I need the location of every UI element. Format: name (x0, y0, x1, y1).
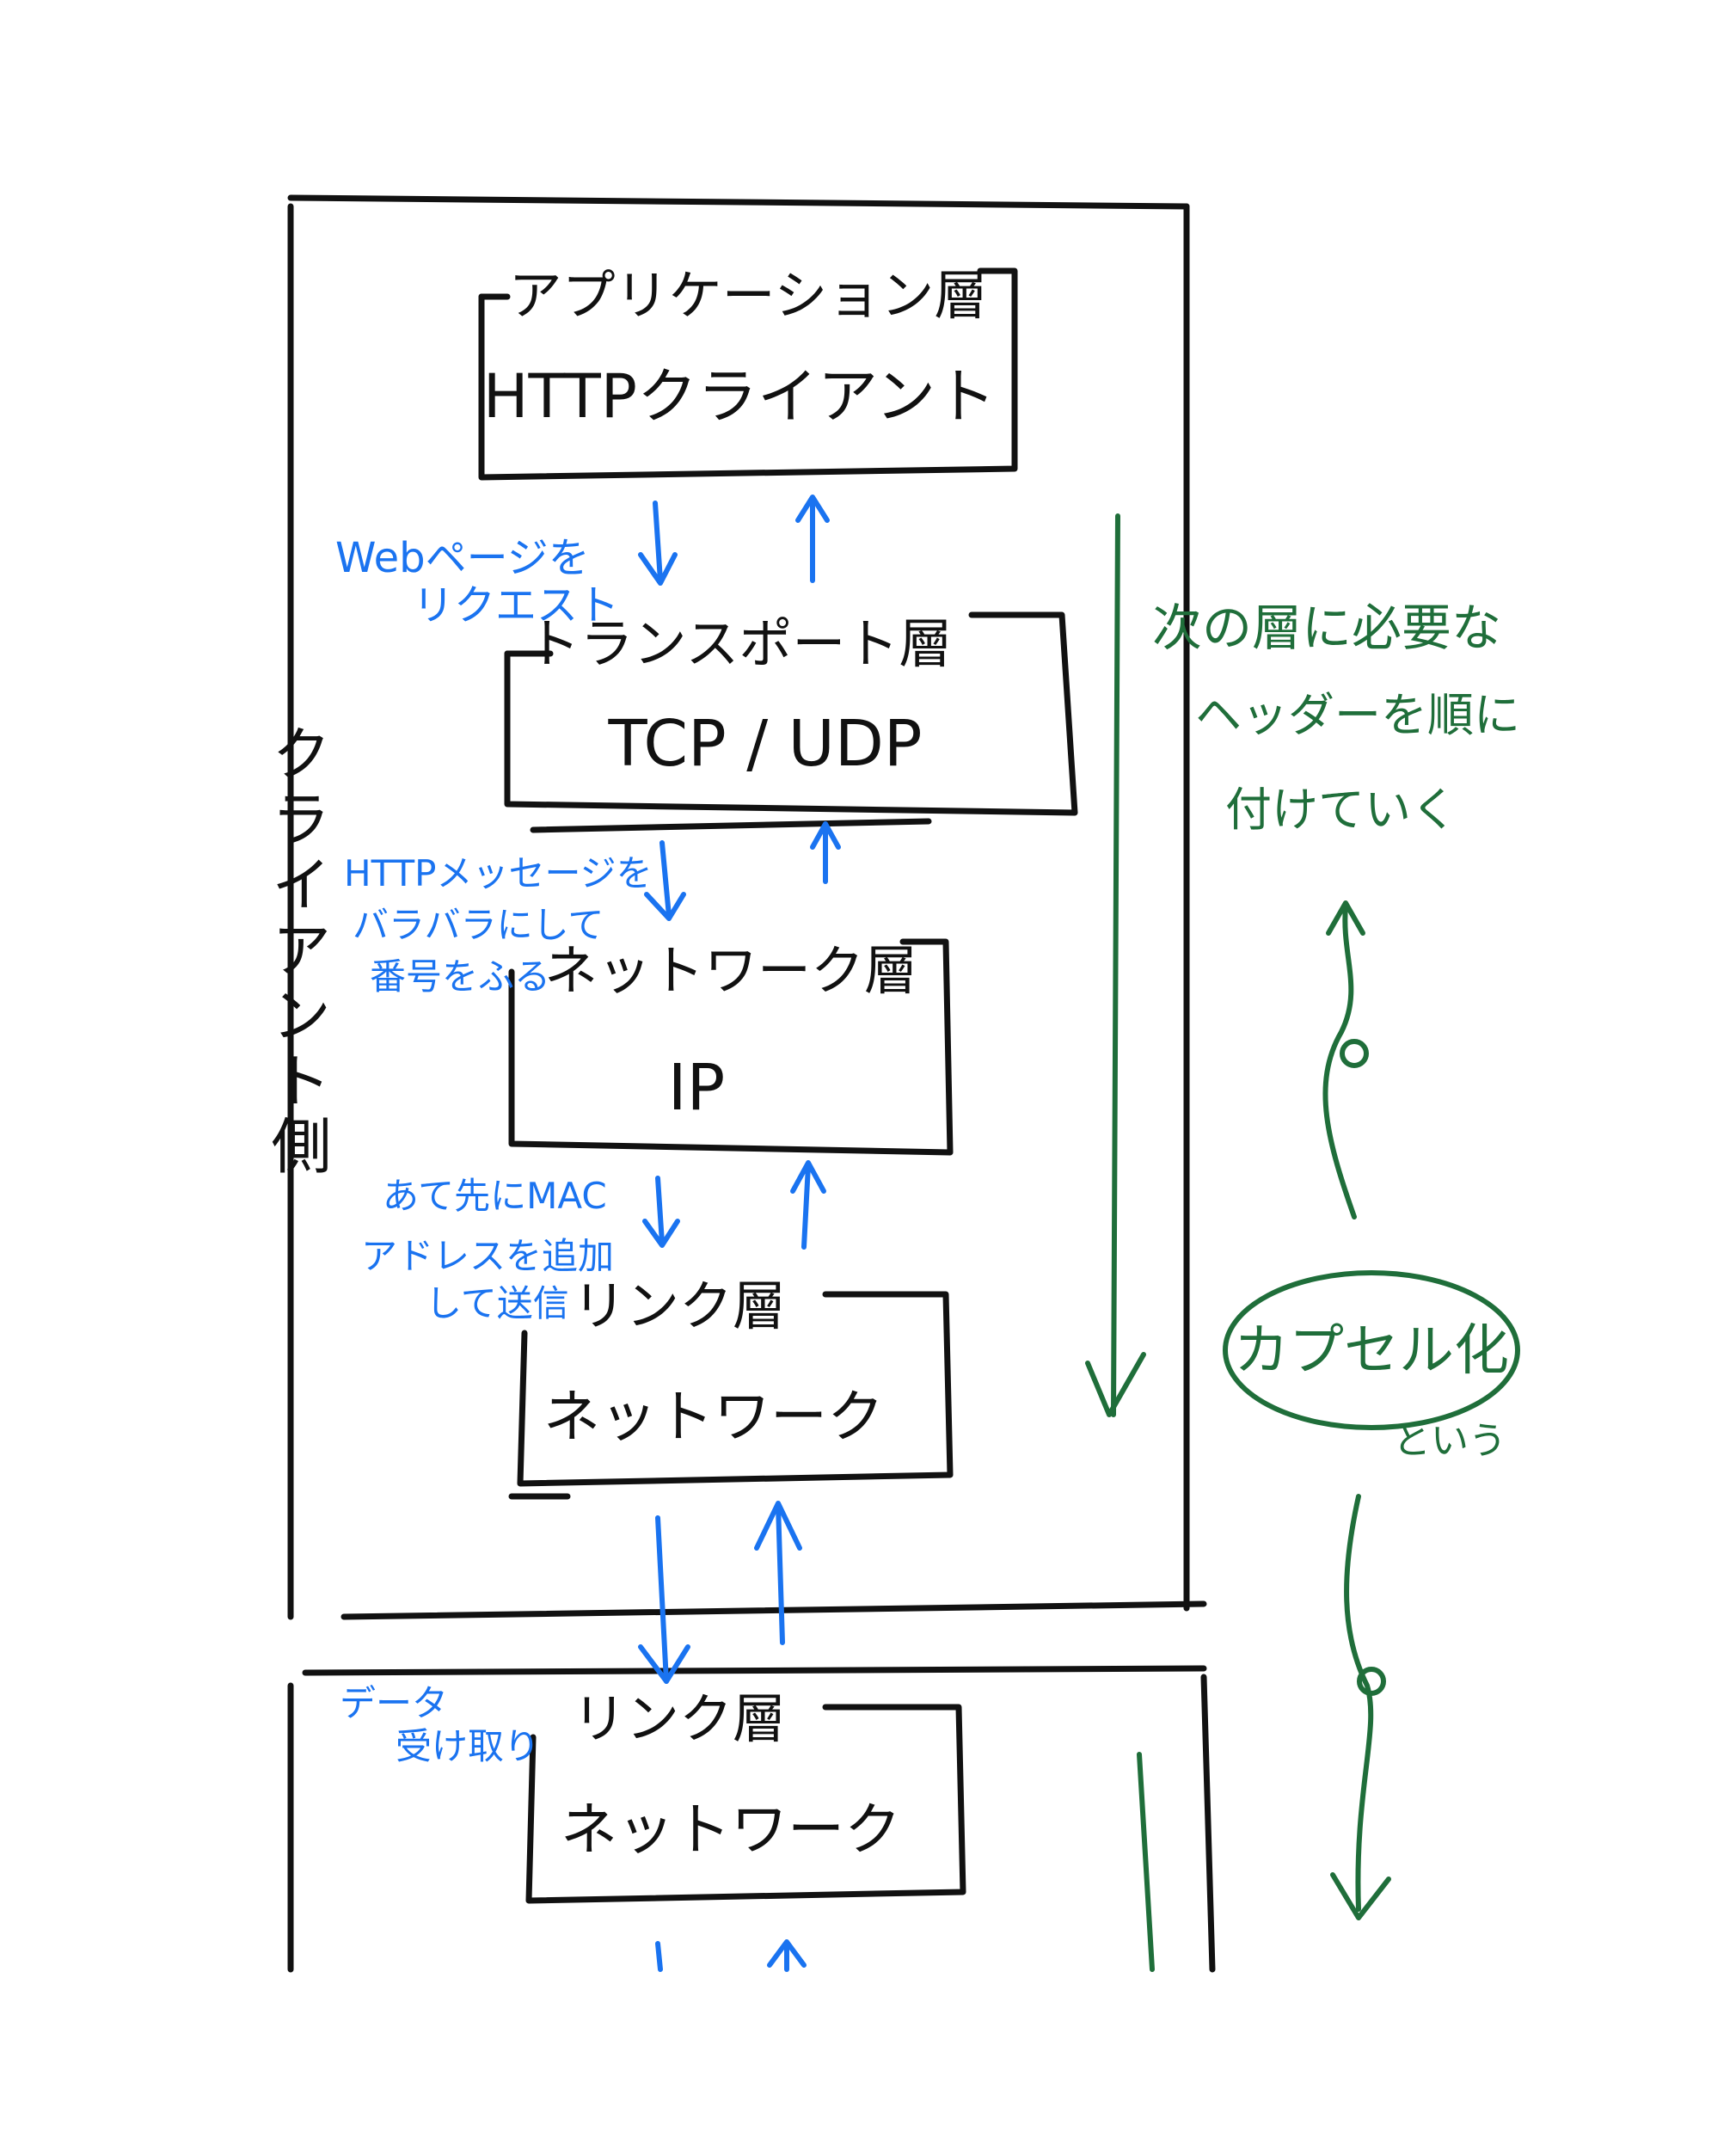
network-layer-box: ネットワーク層 IP (508, 938, 954, 1156)
link-layer-title-client: リンク層 (573, 1275, 786, 1337)
application-layer-title: アプリケーション層 (509, 264, 988, 327)
link-layer-protocol-server: ネットワーク (561, 1797, 901, 1863)
link-layer-protocol-client: ネットワーク (543, 1384, 884, 1450)
svg-text:あて先にMAC: あて先にMAC (383, 1175, 607, 1217)
server-side-frame (287, 1665, 1216, 1973)
network-layer-title: ネットワーク層 (544, 939, 917, 1002)
note-mac: あて先にMAC アドレスを追加 して送信 (361, 1175, 614, 1324)
application-layer-protocol: HTTPクライアント (483, 361, 996, 432)
svg-text:番号をふる: 番号をふる (370, 955, 550, 998)
green-right-line (1137, 1752, 1155, 1972)
up-arrow-4 (754, 1501, 802, 1645)
svg-text:リクエスト: リクエスト (413, 581, 619, 630)
down-arrow-4 (638, 1515, 690, 1684)
application-layer-box: アプリケーション層 HTTPクライアント (478, 264, 1018, 481)
svg-text:データ: データ (340, 1682, 448, 1724)
svg-text:して送信: して送信 (426, 1282, 569, 1324)
link-layer-box-client: リンク層 ネットワーク (508, 1275, 954, 1500)
client-side-frame (287, 194, 1207, 1620)
svg-text:アドレスを追加: アドレスを追加 (361, 1235, 614, 1277)
transport-layer-box: トランスポート層 TCP / UDP (504, 611, 1078, 833)
capsule-label: カプセル化 という (1223, 1270, 1520, 1463)
transport-layer-protocol: TCP / UDP (608, 707, 923, 781)
green-down-arrow-main (1085, 513, 1146, 1417)
network-layer-protocol: IP (668, 1051, 725, 1125)
link-layer-box-server: リンク層 ネットワーク (525, 1687, 966, 1904)
svg-text:Webページを: Webページを (335, 534, 590, 582)
transport-layer-title: トランスポート層 (527, 612, 953, 675)
capsule-up-arrow (1322, 900, 1369, 1219)
up-arrow-2 (810, 821, 841, 884)
note-header-order: 次の層に必要な ヘッダーを順に 付けていく (1152, 599, 1520, 837)
svg-text:バラバラにして: バラバラにして (353, 904, 604, 946)
down-arrow-5 (655, 1941, 663, 1972)
svg-text:受け取り: 受け取り (396, 1725, 540, 1767)
up-arrow-1 (795, 494, 830, 583)
svg-text:付けていく: 付けていく (1225, 783, 1457, 837)
up-arrows (754, 494, 841, 1972)
link-layer-title-server: リンク層 (573, 1687, 786, 1750)
down-arrow-2 (644, 840, 686, 921)
capsule-down-arrow (1330, 1494, 1391, 1920)
up-arrow-5 (767, 1939, 807, 1972)
note-split: HTTPメッセージを バラバラにして 番号をふる (344, 852, 653, 998)
svg-text:ヘッダーを順に: ヘッダーを順に (1195, 688, 1520, 742)
note-receive: データ 受け取り (340, 1682, 540, 1767)
down-arrow-3 (642, 1176, 680, 1248)
down-arrows (638, 501, 690, 1972)
down-arrow-1 (638, 501, 678, 586)
client-side-label: クライアント側 (261, 722, 332, 1180)
note-request: Webページを リクエスト (335, 534, 619, 630)
svg-text:次の層に必要な: 次の層に必要な (1152, 599, 1501, 657)
capsule-called-text: という (1393, 1419, 1506, 1463)
capsule-text: カプセル化 (1234, 1319, 1509, 1383)
up-arrow-3 (790, 1160, 826, 1250)
svg-text:HTTPメッセージを: HTTPメッセージを (344, 852, 653, 894)
